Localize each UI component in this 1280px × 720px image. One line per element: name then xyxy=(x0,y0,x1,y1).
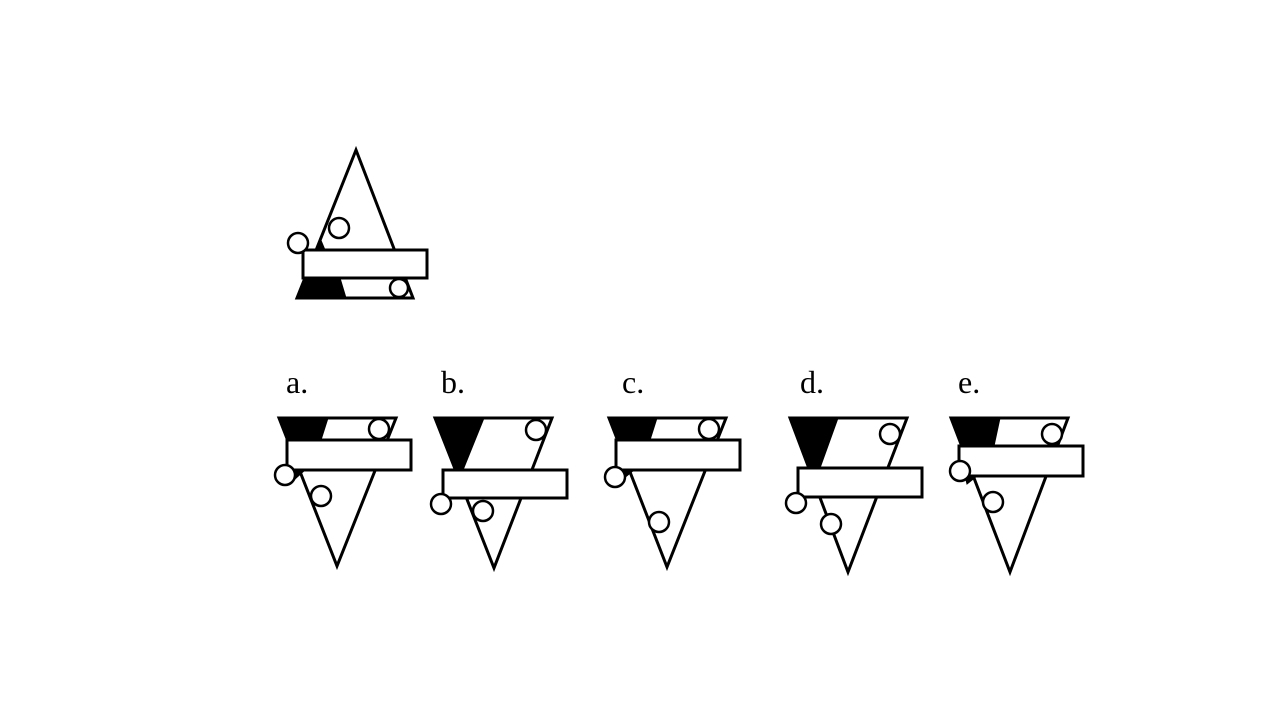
question-circle xyxy=(327,216,351,240)
option-label-e: e. xyxy=(958,364,981,400)
option-e-circle xyxy=(1040,422,1064,446)
question-rectangle xyxy=(301,248,429,280)
option-d-circle xyxy=(878,422,902,446)
option-b-circle xyxy=(429,492,453,516)
option-label-d: d. xyxy=(800,364,824,400)
option-a-circle xyxy=(273,463,297,487)
option-b-circle xyxy=(524,418,548,442)
option-c-circle xyxy=(647,510,671,534)
question-shaded-region xyxy=(296,277,347,299)
option-b-circle xyxy=(471,499,495,523)
option-a-rectangle xyxy=(285,438,413,472)
option-d-circle xyxy=(784,491,808,515)
option-c-rectangle xyxy=(614,438,742,472)
option-a-shaded-region xyxy=(278,417,329,441)
option-c-shaded-region xyxy=(608,417,658,441)
option-c-circle xyxy=(697,417,721,441)
option-e-circle xyxy=(981,490,1005,514)
option-a-circle xyxy=(367,417,391,441)
option-d-rectangle xyxy=(796,466,924,499)
option-a-circle xyxy=(309,484,333,508)
option-d-circle xyxy=(819,512,843,536)
question-circle xyxy=(388,277,410,299)
question-circle xyxy=(286,231,310,255)
option-b-rectangle xyxy=(441,468,569,500)
option-c-circle xyxy=(603,465,627,489)
option-label-a: a. xyxy=(286,364,309,400)
option-label-b: b. xyxy=(441,364,465,400)
option-e-shaded-region xyxy=(950,417,1001,447)
option-e-rectangle xyxy=(957,444,1085,478)
option-e-circle xyxy=(948,459,972,483)
option-label-c: c. xyxy=(622,364,645,400)
